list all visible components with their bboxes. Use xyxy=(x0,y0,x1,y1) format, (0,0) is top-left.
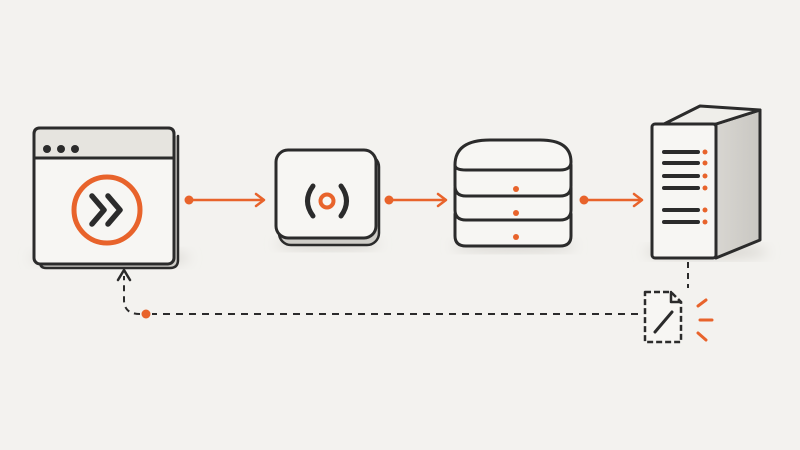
edge-database-to-server xyxy=(579,192,644,208)
fast-forward-icon xyxy=(71,174,143,246)
server-side xyxy=(714,108,762,260)
window-dot-2 xyxy=(57,145,65,153)
server-front xyxy=(650,122,718,260)
database-disk-3 xyxy=(453,212,573,248)
api-module xyxy=(274,148,381,250)
browser-titlebar xyxy=(32,126,176,160)
window-dot-1 xyxy=(43,145,51,153)
database-disk-1 xyxy=(453,138,573,198)
edge-api-to-database xyxy=(384,192,448,208)
edge-browser-to-api xyxy=(184,192,266,208)
spark-icon xyxy=(696,298,714,342)
log-file xyxy=(643,290,714,344)
server-slots xyxy=(662,149,708,225)
database-stack xyxy=(452,138,576,252)
edited-document-icon xyxy=(643,290,683,344)
signal-icon xyxy=(305,183,349,219)
server-tower xyxy=(644,104,768,260)
window-dot-3 xyxy=(71,145,79,153)
edge-log-to-browser xyxy=(116,268,638,319)
browser-window xyxy=(30,126,190,270)
